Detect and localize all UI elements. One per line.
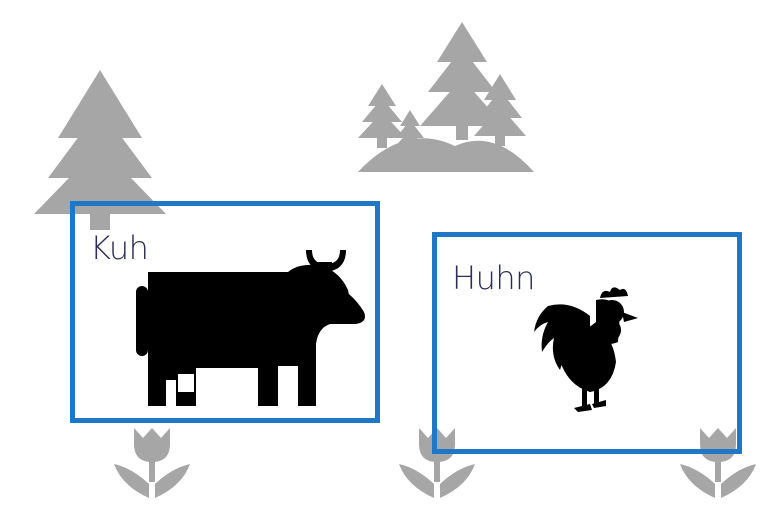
card-label-chicken: Huhn bbox=[452, 259, 535, 297]
card-frame-cow[interactable] bbox=[70, 201, 380, 423]
tulip-icon bbox=[114, 428, 190, 498]
card-label-cow: Kuh bbox=[90, 229, 149, 267]
card-frame-chicken[interactable] bbox=[432, 232, 742, 454]
pine-tree-icon bbox=[34, 70, 166, 230]
udder-gap bbox=[178, 374, 194, 392]
chicken-icon bbox=[534, 287, 638, 412]
forest-hills-icon bbox=[358, 22, 534, 172]
cow-icon bbox=[136, 250, 365, 406]
